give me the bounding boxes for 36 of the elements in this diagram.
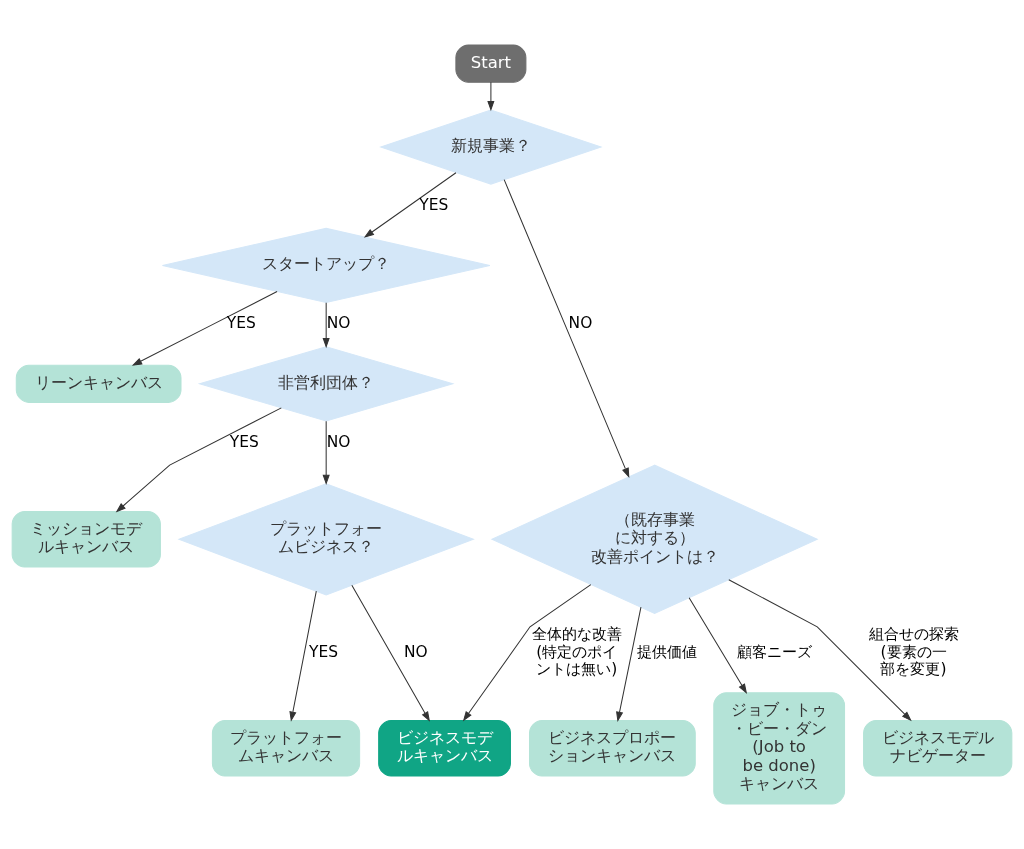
edge-label: YES (309, 642, 339, 661)
edge-label: 全体的な改善(特定のポイントは無い) (531, 625, 622, 679)
arrow (616, 606, 642, 722)
node-diamond: 非営利団体？ (197, 346, 455, 422)
node-box: ジョブ・トゥ・ビー・ダン(Job to be done)キャンバス (713, 692, 846, 805)
arrow (688, 597, 748, 694)
node-box: ビジネスモデルナビゲーター (863, 719, 1013, 777)
arrow (115, 407, 282, 513)
arrow (351, 584, 430, 722)
edge-label: YES (229, 432, 259, 451)
node-box: Start (455, 44, 527, 83)
edge-label: NO (326, 432, 351, 451)
arrow (289, 590, 317, 722)
node-diamond: プラットフォームビジネス？ (177, 483, 475, 596)
node-box: プラットフォームキャンバス (211, 719, 361, 777)
arrow (131, 291, 278, 366)
node-box: ミッションモデルキャンバス (11, 511, 161, 568)
arrow (487, 81, 495, 112)
edge-label: 組合せの探索(要素の一部を変更) (868, 625, 959, 679)
arrow (462, 584, 592, 722)
edge-label: NO (403, 642, 428, 661)
node-diamond: 新規事業？ (379, 109, 603, 185)
edge-label: YES (419, 195, 449, 214)
node-box: ビジネスモデルキャンバス (378, 719, 511, 777)
edge-label: 提供価値 (637, 642, 698, 661)
node-box: リーンキャンバス (15, 364, 182, 403)
arrow (322, 302, 330, 349)
edge-label: YES (226, 314, 256, 333)
arrow (728, 579, 912, 722)
edge-label: NO (326, 314, 351, 333)
arrow (503, 179, 630, 479)
arrow (363, 172, 457, 238)
node-box: ビジネスプロポーションキャンバス (529, 719, 696, 777)
edge-label: 顧客ニーズ (736, 642, 812, 661)
edge-label: NO (568, 314, 593, 333)
arrow (322, 420, 330, 486)
